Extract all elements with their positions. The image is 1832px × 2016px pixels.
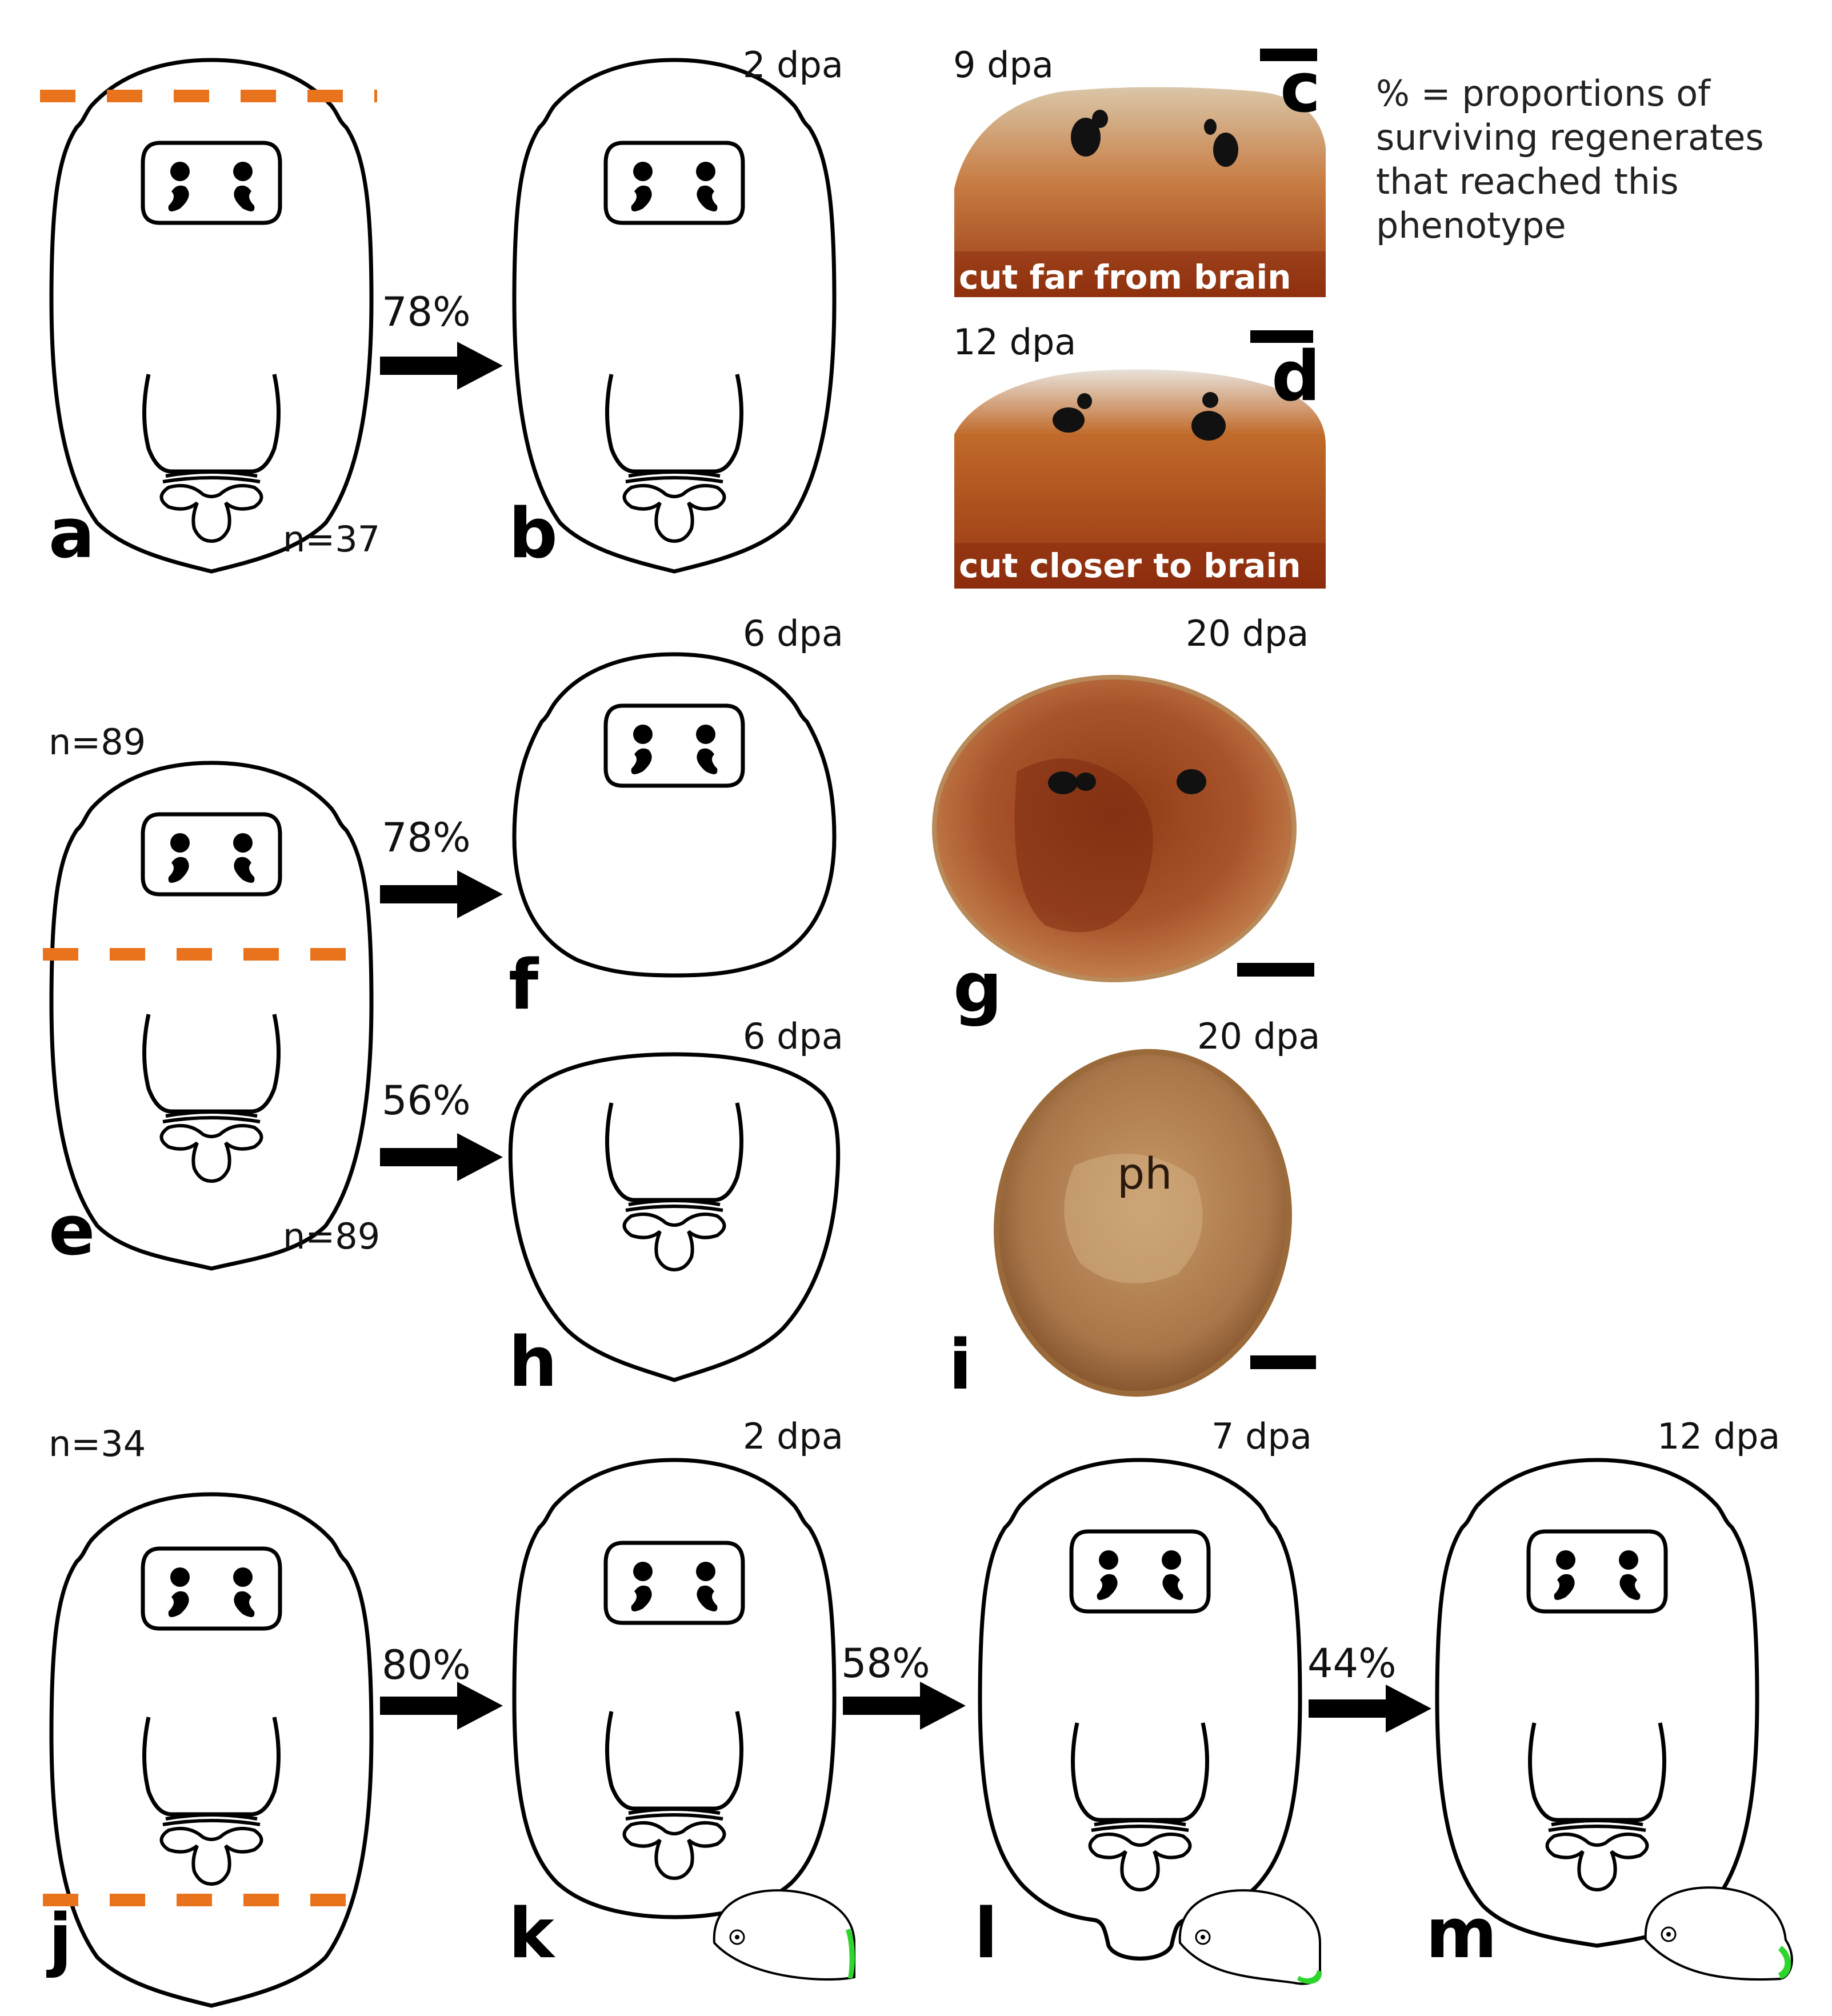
photo-i-ph-label: ph xyxy=(1117,1148,1172,1199)
scale-bar-g xyxy=(1237,963,1314,977)
photo-d-caption: cut closer to brain xyxy=(959,546,1301,585)
panel-h-larva xyxy=(508,1052,841,1382)
panel-label-i: i xyxy=(949,1326,972,1405)
arrow-e-to-h xyxy=(380,1133,503,1181)
panel-label-e: e xyxy=(49,1191,95,1271)
legend-note: % = proportions of surviving regenerates… xyxy=(1376,73,1764,246)
photo-g xyxy=(932,675,1297,982)
n-count-a: n=37 xyxy=(283,518,380,560)
percent-j-to-k: 80% xyxy=(382,1642,471,1689)
time-h: 6 dpa xyxy=(743,1015,843,1057)
inset-l-side-view xyxy=(1178,1889,1322,1985)
scale-bar-c xyxy=(1260,49,1317,61)
legend-note-line-1: % = proportions of xyxy=(1376,73,1711,114)
photo-c xyxy=(954,87,1326,297)
photo-i xyxy=(994,1049,1292,1397)
arrow-l-to-m xyxy=(1309,1685,1431,1733)
scale-bar-i xyxy=(1250,1355,1316,1369)
panel-label-f: f xyxy=(509,946,539,1025)
panel-f-larva xyxy=(512,652,837,978)
time-d: 12 dpa xyxy=(953,321,1076,363)
time-c: 9 dpa xyxy=(953,44,1054,86)
arrow-e-to-f xyxy=(380,870,503,918)
panel-label-m: m xyxy=(1426,1894,1497,1974)
time-l: 7 dpa xyxy=(1211,1415,1312,1457)
panel-b-larva xyxy=(514,60,834,571)
panel-label-l: l xyxy=(974,1894,998,1974)
panel-a-larva xyxy=(51,60,371,571)
time-k: 2 dpa xyxy=(743,1415,843,1457)
panel-label-d: d xyxy=(1271,337,1321,417)
arrow-a-to-b xyxy=(380,342,503,390)
time-m: 12 dpa xyxy=(1657,1415,1780,1457)
panel-label-a: a xyxy=(49,494,95,574)
panel-label-g: g xyxy=(953,949,1002,1028)
percent-k-to-l: 58% xyxy=(841,1640,930,1687)
legend-note-line-2: surviving regenerates xyxy=(1376,117,1764,158)
percent-e-to-h: 56% xyxy=(382,1077,471,1124)
time-f: 6 dpa xyxy=(743,613,843,654)
percent-e-to-f: 78% xyxy=(382,814,471,861)
panel-l-larva xyxy=(978,1458,1302,1961)
panel-m-larva xyxy=(1435,1458,1759,1948)
panel-k-larva xyxy=(512,1458,837,1919)
arrow-j-to-k xyxy=(380,1682,503,1730)
inset-m-side-view xyxy=(1644,1886,1793,1981)
panel-label-h: h xyxy=(509,1323,557,1402)
panel-j-larva xyxy=(51,1494,371,2006)
n-count-e-top: n=89 xyxy=(49,721,146,763)
inset-k-side-view xyxy=(713,1889,855,1981)
photo-d xyxy=(954,369,1326,589)
panel-label-k: k xyxy=(509,1894,556,1974)
panel-label-j: j xyxy=(46,1900,72,1979)
panel-e-larva xyxy=(49,761,374,1271)
percent-l-to-m: 44% xyxy=(1307,1640,1397,1687)
time-b: 2 dpa xyxy=(743,44,843,86)
panel-label-b: b xyxy=(509,494,558,574)
panel-label-c: c xyxy=(1280,49,1321,128)
arrow-k-to-l xyxy=(843,1682,966,1730)
n-count-e-bottom: n=89 xyxy=(283,1215,380,1257)
time-i: 20 dpa xyxy=(1197,1015,1320,1057)
legend-note-line-4: phenotype xyxy=(1376,205,1566,246)
photo-c-caption: cut far from brain xyxy=(959,258,1291,297)
percent-a-to-b: 78% xyxy=(382,289,471,335)
time-g: 20 dpa xyxy=(1186,613,1309,654)
scale-bar-d xyxy=(1250,330,1313,343)
n-count-j: n=34 xyxy=(49,1423,146,1465)
legend-note-line-3: that reached this xyxy=(1376,161,1679,202)
